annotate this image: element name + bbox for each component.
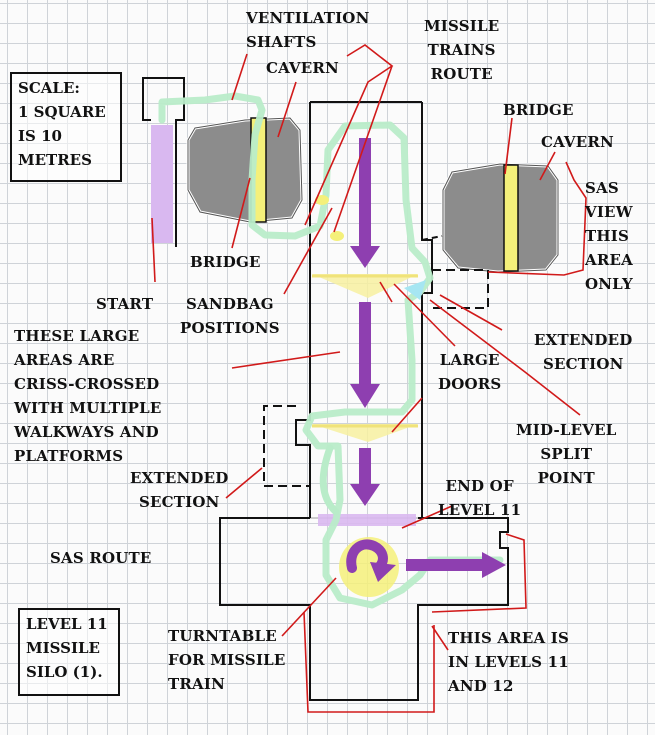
label-cavern-right: CAVERN <box>541 133 614 151</box>
label-sas-view: SAS VIEW THIS AREA ONLY <box>585 179 633 293</box>
cavern-left <box>186 116 304 224</box>
end-of-level-zone <box>318 514 416 526</box>
scale-box: SCALE: 1 SQUARE IS 10 METRES <box>10 72 122 182</box>
label-sandbag-positions: SANDBAG POSITIONS <box>180 295 280 337</box>
extended-section-right <box>432 269 489 309</box>
label-large-doors: LARGE DOORS <box>438 351 502 393</box>
large-doors-upper <box>312 274 418 298</box>
label-extended-section-left: EXTENDED SECTION <box>130 469 229 511</box>
label-bridge-left: BRIDGE <box>190 253 261 271</box>
label-cavern-left: CAVERN <box>266 59 339 77</box>
silo-wall-left <box>295 102 311 518</box>
label-missile-trains-route: MISSILE TRAINS ROUTE <box>424 17 500 83</box>
sandbag-position <box>330 231 344 241</box>
label-large-areas: THESE LARGE AREAS ARE CRISS-CROSSED WITH… <box>14 327 162 465</box>
label-sas-route: SAS ROUTE <box>50 549 152 567</box>
level-title-box: LEVEL 11 MISSILE SILO (1). <box>18 608 120 696</box>
label-levels-11-12: THIS AREA IS IN LEVELS 11 AND 12 <box>448 629 570 695</box>
split-point-marker <box>404 280 426 300</box>
label-start: START <box>96 295 154 313</box>
turntable-arrow <box>346 539 388 573</box>
label-extended-section-right: EXTENDED SECTION <box>534 331 633 373</box>
start-zone <box>151 125 173 243</box>
label-mid-level-split: MID-LEVEL SPLIT POINT <box>516 421 617 487</box>
label-ventilation-shafts: VENTILATION SHAFTS <box>246 9 370 51</box>
large-doors-lower <box>312 424 418 442</box>
lower-area-wall <box>219 517 509 701</box>
label-turntable: TURNTABLE FOR MISSILE TRAIN <box>168 627 286 693</box>
start-room-wall <box>142 77 185 247</box>
silo-wall-right <box>421 102 433 518</box>
callout-lines <box>151 44 587 713</box>
sas-route <box>158 92 504 609</box>
bridge-right <box>503 164 519 272</box>
label-end-of-level: END OF LEVEL 11 <box>438 477 522 519</box>
sandbag-position <box>315 195 329 205</box>
extended-section-left <box>263 405 310 487</box>
label-bridge-right: BRIDGE <box>503 101 574 119</box>
missile-route <box>350 138 506 578</box>
